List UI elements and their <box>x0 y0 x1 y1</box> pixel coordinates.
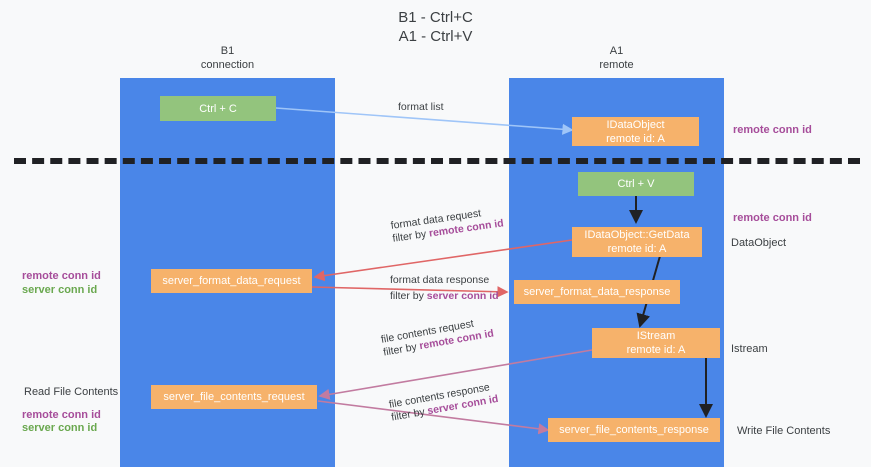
lane-header-b1-name: B1 <box>220 45 235 57</box>
lane-header-a1-name: A1 <box>609 45 624 57</box>
title-line-1: B1 - Ctrl+C <box>398 9 473 26</box>
lane-header-b1: B1 connection <box>120 44 335 72</box>
annotation-left-read-file-contents: Read File Contents <box>24 386 119 398</box>
node-server-file-contents-request-label: server_file_contents_request <box>163 391 305 403</box>
lane-header-a1-role: remote <box>599 59 634 71</box>
node-server-format-data-request[interactable]: server_format_data_request <box>151 269 312 293</box>
annotation-right-istream: Istream <box>731 343 768 355</box>
node-idataobject-getdata[interactable]: IDataObject::GetData remote id: A <box>572 227 702 257</box>
edge-label-format-list: format list <box>398 101 444 114</box>
edge-label-file-contents-request: file contents request filter by remote c… <box>380 315 495 360</box>
annotation-right-mid-remote-conn-id: remote conn id <box>733 212 812 224</box>
lane-header-b1-role: connection <box>200 59 255 71</box>
node-server-file-contents-request[interactable]: server_file_contents_request <box>151 385 317 409</box>
filter-by-prefix: filter by <box>390 290 427 302</box>
edge-label-format-data-response-line2: filter by server conn id <box>390 290 499 303</box>
lane-header-a1: A1 remote <box>509 44 724 72</box>
edge-label-format-list-text: format list <box>398 101 444 113</box>
annotation-left-mid-remote-conn-id: remote conn id <box>22 270 101 282</box>
node-istream-line1: IStream <box>636 330 676 342</box>
title-line-2: A1 - Ctrl+V <box>398 28 473 45</box>
node-ctrl-v[interactable]: Ctrl + V <box>578 172 694 196</box>
node-ctrl-c-label: Ctrl + C <box>199 102 237 115</box>
node-getdata-line1: IDataObject::GetData <box>584 229 690 241</box>
edge-label-file-contents-response: file contents response filter by server … <box>388 380 499 424</box>
node-istream[interactable]: IStream remote id: A <box>592 328 720 358</box>
annotation-left-bottom-server-conn-id: server conn id <box>22 422 98 434</box>
node-ctrl-c[interactable]: Ctrl + C <box>160 96 276 121</box>
page-title: B1 - Ctrl+C A1 - Ctrl+V <box>0 8 871 46</box>
node-idataobject-line2: remote id: A <box>606 132 665 145</box>
annotation-right-write-file-contents: Write File Contents <box>737 425 831 437</box>
annotation-left-bottom-remote-conn-id: remote conn id <box>22 409 101 421</box>
section-divider <box>14 158 860 164</box>
node-server-format-data-response-label: server_format_data_response <box>523 286 671 298</box>
node-server-file-contents-response[interactable]: server_file_contents_response <box>548 418 720 442</box>
node-server-format-data-response[interactable]: server_format_data_response <box>514 280 680 304</box>
filter-key-server-conn-id: server conn id <box>426 290 499 302</box>
annotation-left-mid-server-conn-id: server conn id <box>22 284 98 296</box>
edge-label-format-data-request: format data request filter by remote con… <box>390 204 505 245</box>
annotation-right-top-remote-conn-id: remote conn id <box>733 124 812 136</box>
node-server-file-contents-response-label: server_file_contents_response <box>559 424 709 436</box>
node-idataobject[interactable]: IDataObject remote id: A <box>572 117 699 146</box>
node-getdata-line2: remote id: A <box>607 243 667 255</box>
edge-label-format-data-response-line1: format data response <box>390 274 490 286</box>
annotation-right-dataobject: DataObject <box>731 237 787 249</box>
node-idataobject-line1: IDataObject <box>606 118 665 131</box>
node-server-format-data-request-label: server_format_data_request <box>162 275 301 287</box>
edge-label-format-data-response: format data response filter by server co… <box>390 274 499 303</box>
node-ctrl-v-label: Ctrl + V <box>617 178 655 190</box>
node-istream-line2: remote id: A <box>626 344 686 356</box>
